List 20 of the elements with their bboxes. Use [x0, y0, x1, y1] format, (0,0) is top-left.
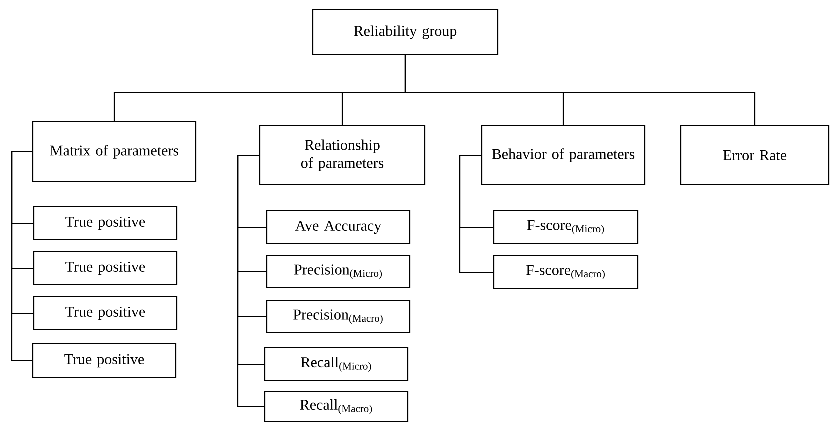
item-box: Recall$_{(Micro)}$: [264, 347, 409, 382]
category-box: Matrix of parameters: [32, 121, 197, 183]
connector-line: [11, 151, 32, 362]
connector-line: [237, 154, 264, 408]
connector-line: [404, 56, 756, 126]
item-box: Ave Accuracy: [266, 210, 411, 245]
root-box: Reliability group: [312, 9, 499, 56]
category-box: Relationship of parameters: [259, 125, 426, 186]
category-box: Error Rate: [680, 125, 830, 186]
category-box: Behavior of parameters: [481, 125, 646, 186]
item-box: F-score$_{(Micro)}$: [493, 210, 639, 245]
item-box: Precision$_{(Micro)}$: [266, 255, 411, 289]
item-box: True positive: [32, 343, 177, 379]
item-box: True positive: [33, 206, 178, 241]
item-box: True positive: [33, 251, 178, 286]
item-box: True positive: [33, 296, 178, 331]
item-box: Recall$_{(Macro)}$: [264, 391, 409, 423]
connector-line: [459, 154, 494, 274]
item-box: Precision$_{(Macro)}$: [266, 300, 411, 334]
item-box: F-score$_{(Macro)}$: [493, 255, 639, 290]
